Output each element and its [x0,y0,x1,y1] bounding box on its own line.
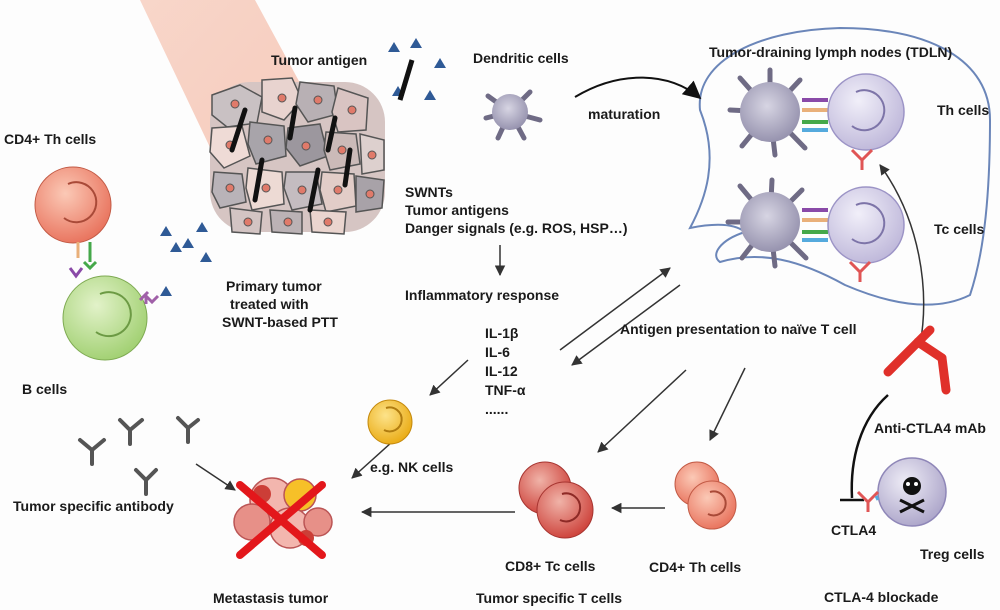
th-b-receptor [68,242,98,279]
b-cell-receptor [138,290,160,305]
label-tumor-antigen: Tumor antigen [271,52,368,68]
arrow-nk-to-meta [351,441,393,479]
label-swnts-block: SWNTs Tumor antigens Danger signals (e.g… [405,183,628,237]
cytokine-item: TNF-α [485,382,526,398]
label-dendritic-cells: Dendritic cells [473,50,569,66]
label-swnts-line-1: SWNTs [405,184,453,200]
cytokine-item: IL-6 [485,344,510,360]
arrow-mab-to-lymph [879,164,925,346]
th-cell-left [34,166,112,244]
label-swnts-line-2: Tumor antigens [405,202,509,218]
b-cell-antigen [160,286,172,296]
metastasis-tumor [233,477,333,549]
cytokine-list: IL-1β IL-6 IL-12 TNF-α ...... [485,324,525,419]
label-cd4-th-cells-bottom: CD4+ Th cells [649,559,742,575]
label-metastasis-tumor: Metastasis tumor [213,590,329,606]
ctla4-receptor [856,490,880,512]
cross-icon [236,481,326,559]
arrow-to-lymph [559,267,671,351]
arrow-from-lymph [571,284,681,366]
label-tumor-specific-t-cells: Tumor specific T cells [476,590,623,606]
primary-tumor [209,77,385,235]
label-cd8-tc-cells: CD8+ Tc cells [505,558,596,574]
lymph-node-outline [688,26,992,306]
released-antigens [160,222,212,262]
label-maturation: maturation [588,106,661,122]
th-cell-lymph [827,73,905,151]
label-tdln: Tumor-draining lymph nodes (TDLN) [709,44,953,60]
label-tc-cells: Tc cells [934,221,985,237]
label-anti-ctla4-mab: Anti-CTLA4 mAb [874,420,986,436]
antibody-small-2 [848,260,872,282]
cd8-tc-cells [518,461,594,539]
dendritic-cell-mature-1 [727,67,808,158]
maturation-arrow [574,76,702,100]
arrow-ab-to-meta [195,463,236,491]
arrow-to-nk [429,359,469,396]
label-ctla4-blockade: CTLA-4 blockade [824,589,939,605]
anti-ctla4-antibody [883,325,951,395]
b-cell [62,275,148,361]
label-inflammatory-response: Inflammatory response [405,287,560,303]
label-cd4-th-cells-top: CD4+ Th cells [4,131,97,147]
tc-cell-lymph [827,186,905,264]
arrow-to-cd4 [709,367,746,441]
label-primary-tumor-line-1: Primary tumor [226,278,322,294]
label-treg-cells: Treg cells [920,546,985,562]
dendritic-cell-mature-2 [725,177,809,269]
label-ctla4: CTLA4 [831,522,877,538]
ctla4-receptor-tip [874,495,880,501]
label-primary-tumor-block: Primary tumor treated with SWNT-based PT… [222,277,338,331]
cytokine-item: IL-1β [485,325,519,341]
label-b-cells: B cells [22,381,68,397]
cytokine-item: IL-12 [485,363,518,379]
nk-cell [367,399,413,445]
dendritic-cell-immature [483,89,543,141]
treg-cell [877,457,947,527]
label-nk-cells: e.g. NK cells [370,459,454,475]
cd4-th-cells-bottom [674,461,737,530]
receptors-1 [802,98,828,132]
arrow-to-cd8 [597,369,687,453]
label-antigen-presentation: Antigen presentation to naïve T cell [620,321,857,337]
receptors-2 [802,208,828,242]
tumor-antigen-icons [388,38,446,101]
antibody-small-1 [850,148,874,170]
inhibition-line [850,394,889,499]
cytokine-item: ...... [485,401,509,417]
label-primary-tumor-line-3: SWNT-based PTT [222,314,338,330]
label-tumor-specific-antibody: Tumor specific antibody [13,498,174,514]
antibodies [78,416,200,496]
label-swnts-line-3: Danger signals (e.g. ROS, HSP…) [405,220,628,236]
label-th-cells: Th cells [937,102,990,118]
label-primary-tumor-line-2: treated with [230,296,309,312]
